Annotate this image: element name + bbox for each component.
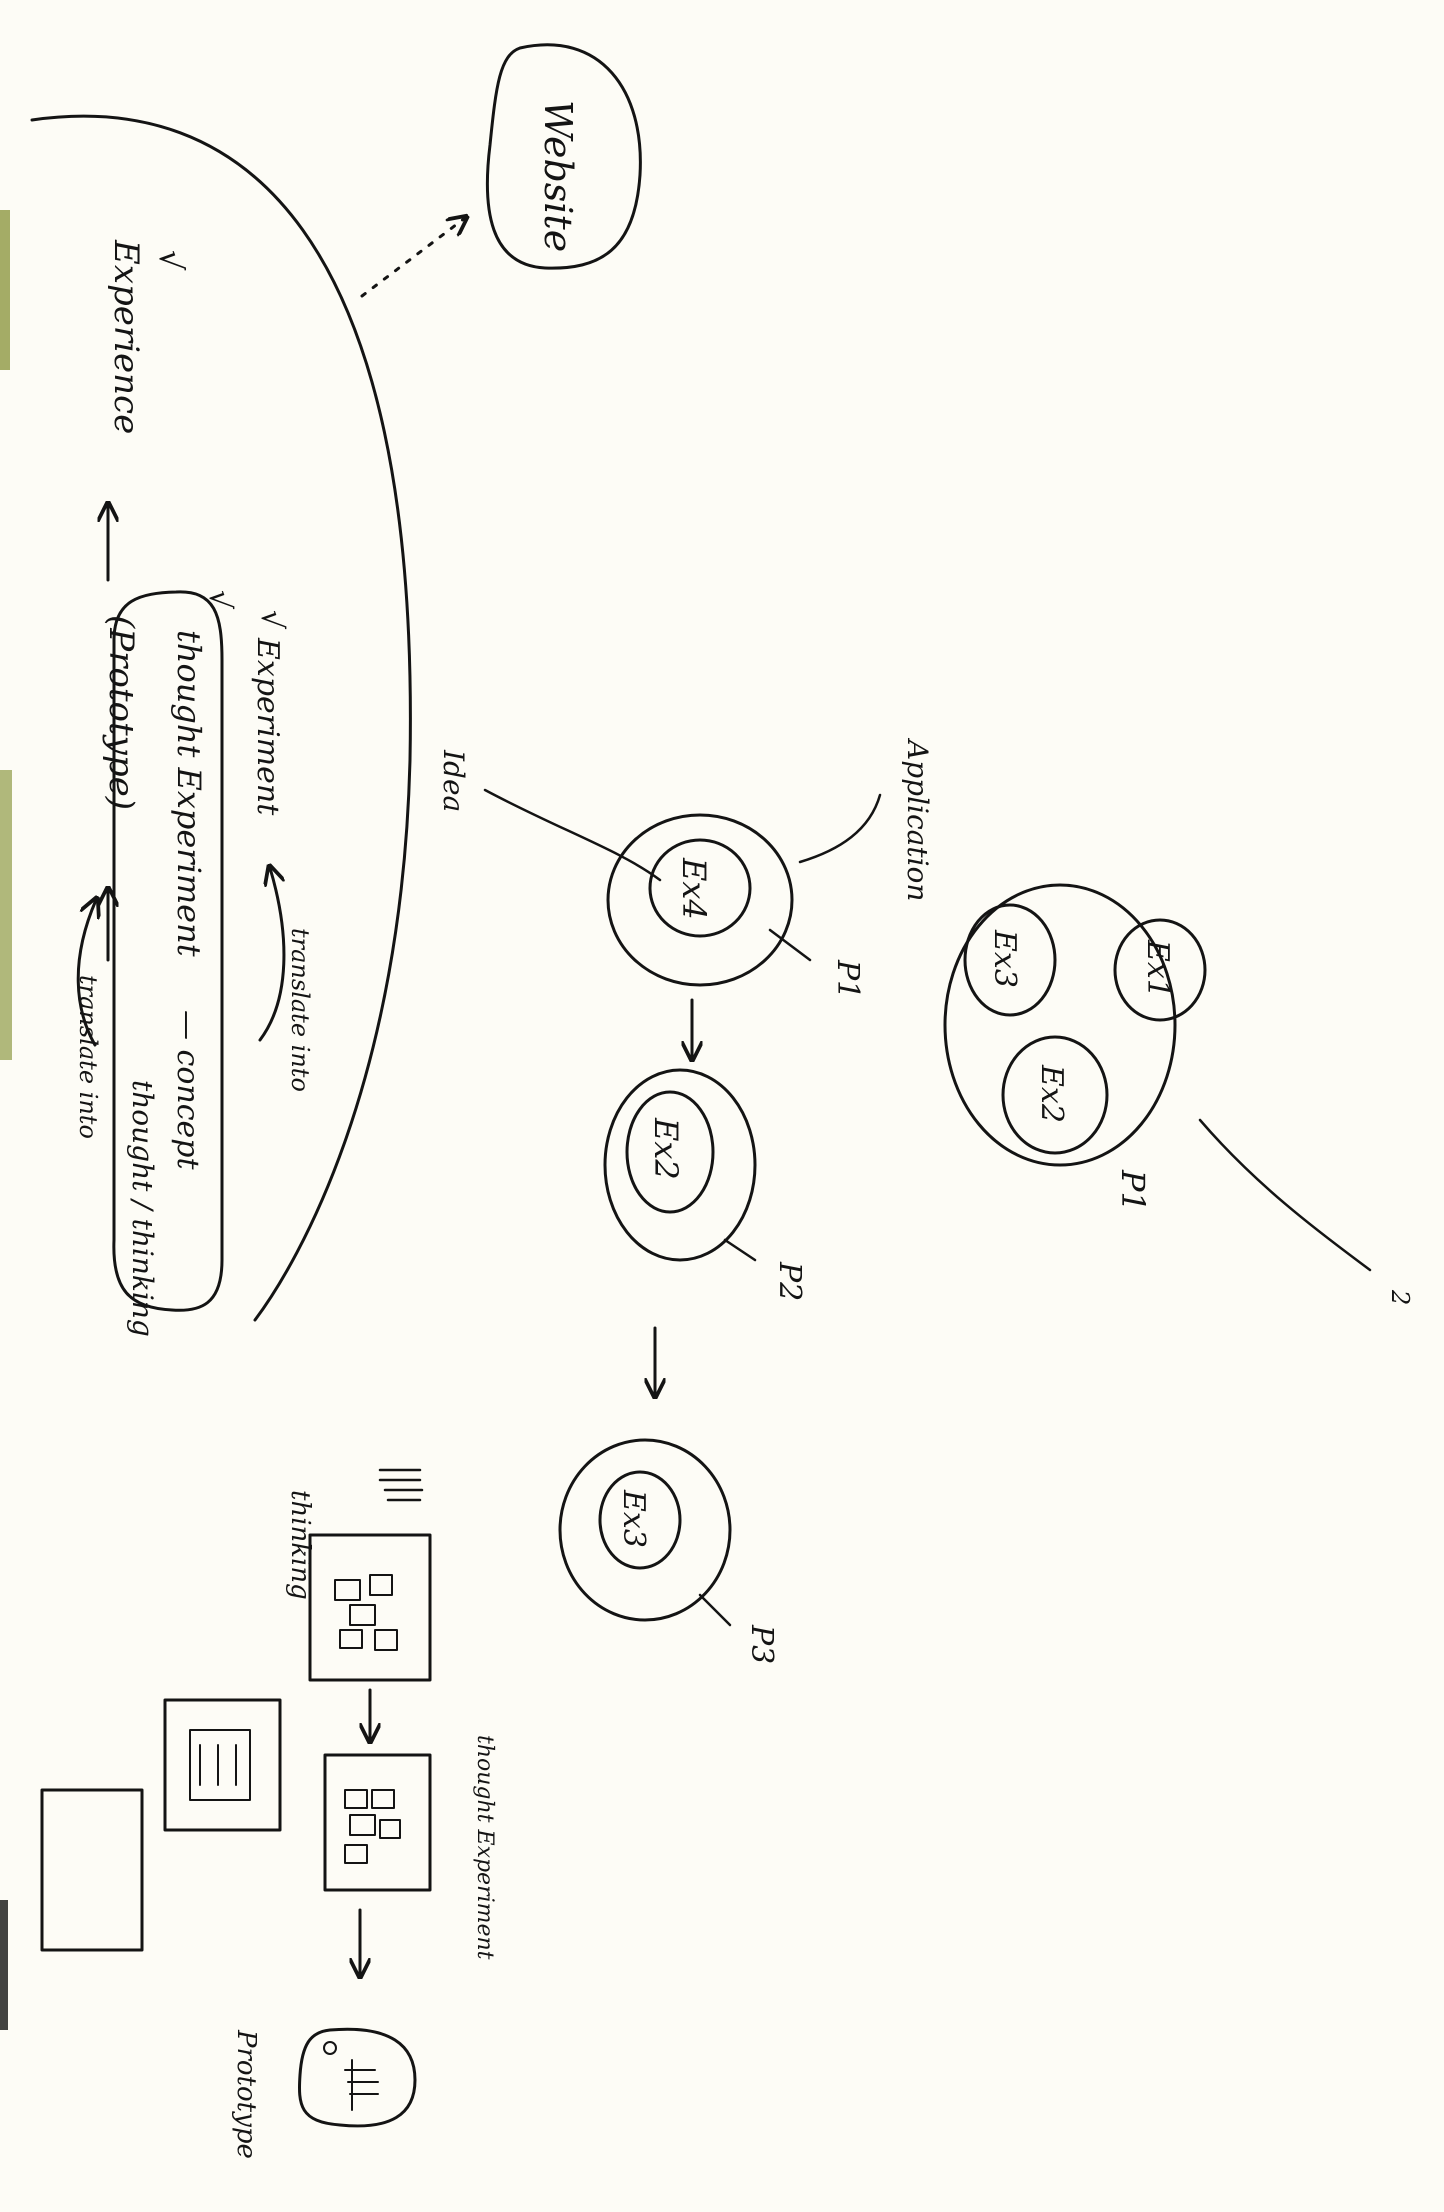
hatch-marks [378, 1468, 424, 1502]
mini-prototype-label: Prototype [231, 2029, 261, 2159]
process-label: P1 [830, 959, 865, 999]
process-node-1: Ex4 P1 [606, 813, 865, 999]
idea-label: Idea [437, 749, 470, 812]
process-label: P3 [744, 1624, 779, 1664]
application-label: Application [901, 737, 934, 901]
empty-box [40, 1788, 144, 1952]
process-inner-label: Ex4 [675, 857, 713, 920]
translate-arrow-bottom [76, 900, 96, 1047]
photo-edge-strip [0, 1900, 8, 2030]
thought-experiment-label: thought Experiment [170, 630, 208, 957]
process-inner-circle [648, 838, 752, 938]
group-label: P1 [1114, 1169, 1152, 1212]
process-outer-circle [558, 1438, 732, 1622]
prototype-paren-label: (Prototype) [101, 615, 141, 810]
side-box-content [189, 1729, 251, 1801]
thinking-cards [334, 1574, 398, 1651]
thought-thinking-label: thought / thinking [126, 1080, 159, 1337]
prototype-scribble [344, 2059, 379, 2111]
group-item-circle [963, 903, 1057, 1017]
experience-check: √ [152, 250, 190, 271]
group-item-label: Ex1 [1140, 939, 1175, 998]
process-leader [723, 1238, 757, 1262]
experience-label: Experience [106, 239, 146, 434]
experiment-check: √ [254, 610, 289, 630]
group-item-label: Ex3 [987, 929, 1022, 988]
group-item-label: Ex2 [1034, 1064, 1069, 1123]
mini-thought-label: thought Experiment [472, 1735, 497, 1960]
translate-into-top: translate into [286, 928, 314, 1092]
thought-experiment-box [323, 1753, 432, 1892]
process-inner-circle [598, 1470, 682, 1570]
website-blob [485, 43, 642, 270]
translate-arrow-top [258, 868, 286, 1042]
dotted-arrow [360, 218, 465, 298]
prototype-pill [298, 2027, 417, 2128]
process-node-2: Ex2 P2 [603, 1068, 807, 1301]
boundary-arc [30, 114, 412, 1322]
process-inner-circle [625, 1090, 715, 1214]
process-node-3: Ex3 P3 [558, 1438, 779, 1664]
thought-experiment-check: √ [202, 590, 237, 610]
translate-into-bottom: translate into [74, 975, 102, 1139]
process-leader [768, 928, 812, 962]
thought-experiment-pill [112, 590, 224, 1312]
process-inner-label: Ex2 [647, 1117, 685, 1180]
process-outer-circle [606, 813, 794, 987]
process-outer-circle [603, 1068, 757, 1262]
experiment-cards [344, 1789, 401, 1864]
process-label: P2 [772, 1261, 807, 1301]
thinking-box [308, 1533, 432, 1682]
side-box [163, 1698, 282, 1832]
group-leader [1198, 1118, 1372, 1272]
concept-label: — concept [170, 1010, 205, 1170]
group-item-circle [1113, 918, 1207, 1022]
group-item-circle [1001, 1035, 1109, 1155]
website-label: Website [536, 100, 580, 252]
photo-edge-strip [0, 770, 12, 1060]
prototype-dot [323, 2041, 337, 2055]
mini-flow: thinking thought Experiment Prototype [40, 1468, 497, 2159]
application-leader [798, 793, 882, 864]
process-inner-label: Ex3 [616, 1489, 651, 1548]
experiment-label: Experiment [250, 637, 285, 816]
photo-edge-strip [0, 210, 10, 370]
group-circle: Ex3 Ex1 Ex2 P1 2 [943, 883, 1414, 1305]
idea-leader [483, 788, 662, 882]
group-outer-circle [943, 883, 1177, 1167]
group-tail-label: 2 [1386, 1289, 1414, 1305]
process-leader [698, 1593, 732, 1627]
